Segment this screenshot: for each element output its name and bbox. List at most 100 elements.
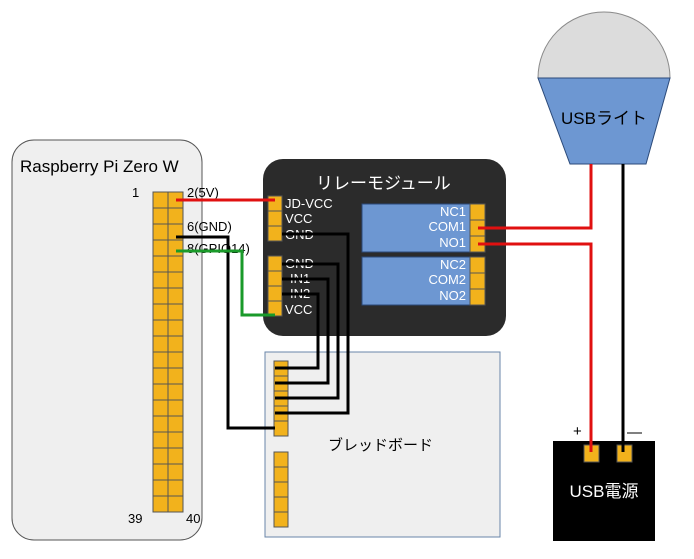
raspberry-pi-board: Raspberry Pi Zero W 1 2(5V) 6(GND) 8(GPI… [11, 139, 250, 541]
power-minus-label: — [627, 424, 642, 441]
breadboard-pin [273, 496, 289, 513]
gpio-pin [152, 271, 169, 289]
relay-2-label-nc2: NC2 [440, 257, 466, 272]
gpio-pin [167, 271, 184, 289]
raspberry-pi-title: Raspberry Pi Zero W [20, 157, 179, 176]
breadboard-pin [273, 451, 289, 468]
relay-label-jdvcc: JD-VCC [285, 196, 333, 211]
wires [176, 164, 625, 452]
gpio-pin [167, 287, 184, 305]
gpio-pin [167, 351, 184, 369]
gpio-pin [152, 223, 169, 241]
relay-pin-in2 [267, 285, 283, 302]
relay-module-title: リレーモジュール [316, 174, 451, 193]
relay-pin-jdvcc [267, 195, 283, 212]
wire-relay-gnd-bottom [275, 262, 340, 400]
pin-label-39: 39 [128, 511, 142, 526]
relay-2-terminal-nc2 [469, 256, 486, 274]
gpio-pin [167, 303, 184, 321]
relay-label-vcc-bottom: VCC [285, 302, 312, 317]
lamp-shade [537, 77, 671, 165]
relay-1-label-no1: NO1 [439, 235, 466, 250]
gpio-pin [152, 495, 169, 513]
relay-2-terminal-no2 [469, 288, 486, 306]
gpio-pin [152, 383, 169, 401]
relay-2-body [361, 256, 471, 306]
pin-label-2: 2(5V) [187, 185, 219, 200]
breadboard-pin [273, 466, 289, 483]
relay-2-label-no2: NO2 [439, 288, 466, 303]
relay-pin-gnd-bottom [267, 255, 283, 272]
gpio-pin [152, 399, 169, 417]
gpio-pin [152, 463, 169, 481]
wire-gnd-to-breadboard [176, 235, 275, 430]
gpio-pin [167, 447, 184, 465]
gpio-pin [152, 447, 169, 465]
gpio-pin [167, 431, 184, 449]
gpio-pin [167, 495, 184, 513]
wire-relay-gnd-top [275, 232, 350, 415]
pin-label-1: 1 [132, 185, 139, 200]
gpio-pin [167, 399, 184, 417]
relay-2: NC2 COM2 NO2 [361, 256, 486, 306]
relay-1-terminal-nc1 [469, 203, 486, 221]
relay-1-label-nc1: NC1 [440, 204, 466, 219]
gpio-pin [152, 415, 169, 433]
gpio-pin [152, 255, 169, 273]
gpio-pin [167, 335, 184, 353]
relay-module: リレーモジュール JD-VCC VCC GND GND IN1 IN2 VCC [263, 159, 506, 336]
gpio-pin [167, 239, 184, 257]
wire-relay-in1 [275, 277, 330, 385]
relay-label-vcc-top: VCC [285, 211, 312, 226]
pin-label-6: 6(GND) [187, 219, 232, 234]
relay-2-label-com2: COM2 [428, 272, 466, 287]
lamp-label: USBライト [561, 109, 647, 128]
gpio-pin [167, 255, 184, 273]
gpio-pin [167, 383, 184, 401]
relay-pin-gnd-top [267, 225, 283, 242]
gpio-header [152, 191, 184, 513]
lamp-dome [537, 11, 671, 79]
wire-relay-in2 [275, 292, 320, 370]
gpio-pin [152, 287, 169, 305]
relay-pin-vcc-top [267, 210, 283, 227]
relay-1: NC1 COM1 NO1 [361, 203, 486, 253]
usb-lamp: USBライト [537, 11, 671, 165]
power-body [553, 441, 655, 541]
gpio-pin [152, 479, 169, 497]
power-label: USB電源 [570, 482, 639, 501]
relay-1-label-com1: COM1 [428, 219, 466, 234]
wire-com1-to-lamp [478, 164, 593, 230]
relay-pin-in1 [267, 270, 283, 287]
gpio-pin [167, 319, 184, 337]
breadboard-label: ブレッドボード [328, 436, 433, 454]
power-plus-label: + [573, 423, 582, 440]
gpio-pin [167, 463, 184, 481]
breadboard: ブレッドボード [264, 351, 501, 538]
wire-gpio14-to-vcc [176, 249, 275, 317]
usb-power-supply: + — USB電源 [553, 423, 655, 541]
gpio-pin [167, 479, 184, 497]
gpio-pin [152, 191, 169, 209]
gpio-pin [152, 303, 169, 321]
gpio-pin [152, 239, 169, 257]
gpio-pin [167, 207, 184, 225]
gpio-pin [167, 415, 184, 433]
breadboard-pin [273, 511, 289, 528]
gpio-pin [152, 367, 169, 385]
gpio-pin [167, 367, 184, 385]
gpio-pin [152, 207, 169, 225]
relay-1-body [361, 203, 471, 253]
pin-label-40: 40 [186, 511, 200, 526]
pin-label-8: 8(GPIO14) [187, 241, 250, 256]
relay-2-terminal-com2 [469, 272, 486, 290]
gpio-pin [152, 319, 169, 337]
wire-no1-to-power-plus [478, 242, 593, 452]
relay-top-header: JD-VCC VCC GND [267, 195, 333, 242]
gpio-pin [152, 431, 169, 449]
gpio-pin [152, 351, 169, 369]
breadboard-pin [273, 420, 289, 437]
gpio-pin [152, 335, 169, 353]
breadboard-lower-column [273, 451, 289, 528]
